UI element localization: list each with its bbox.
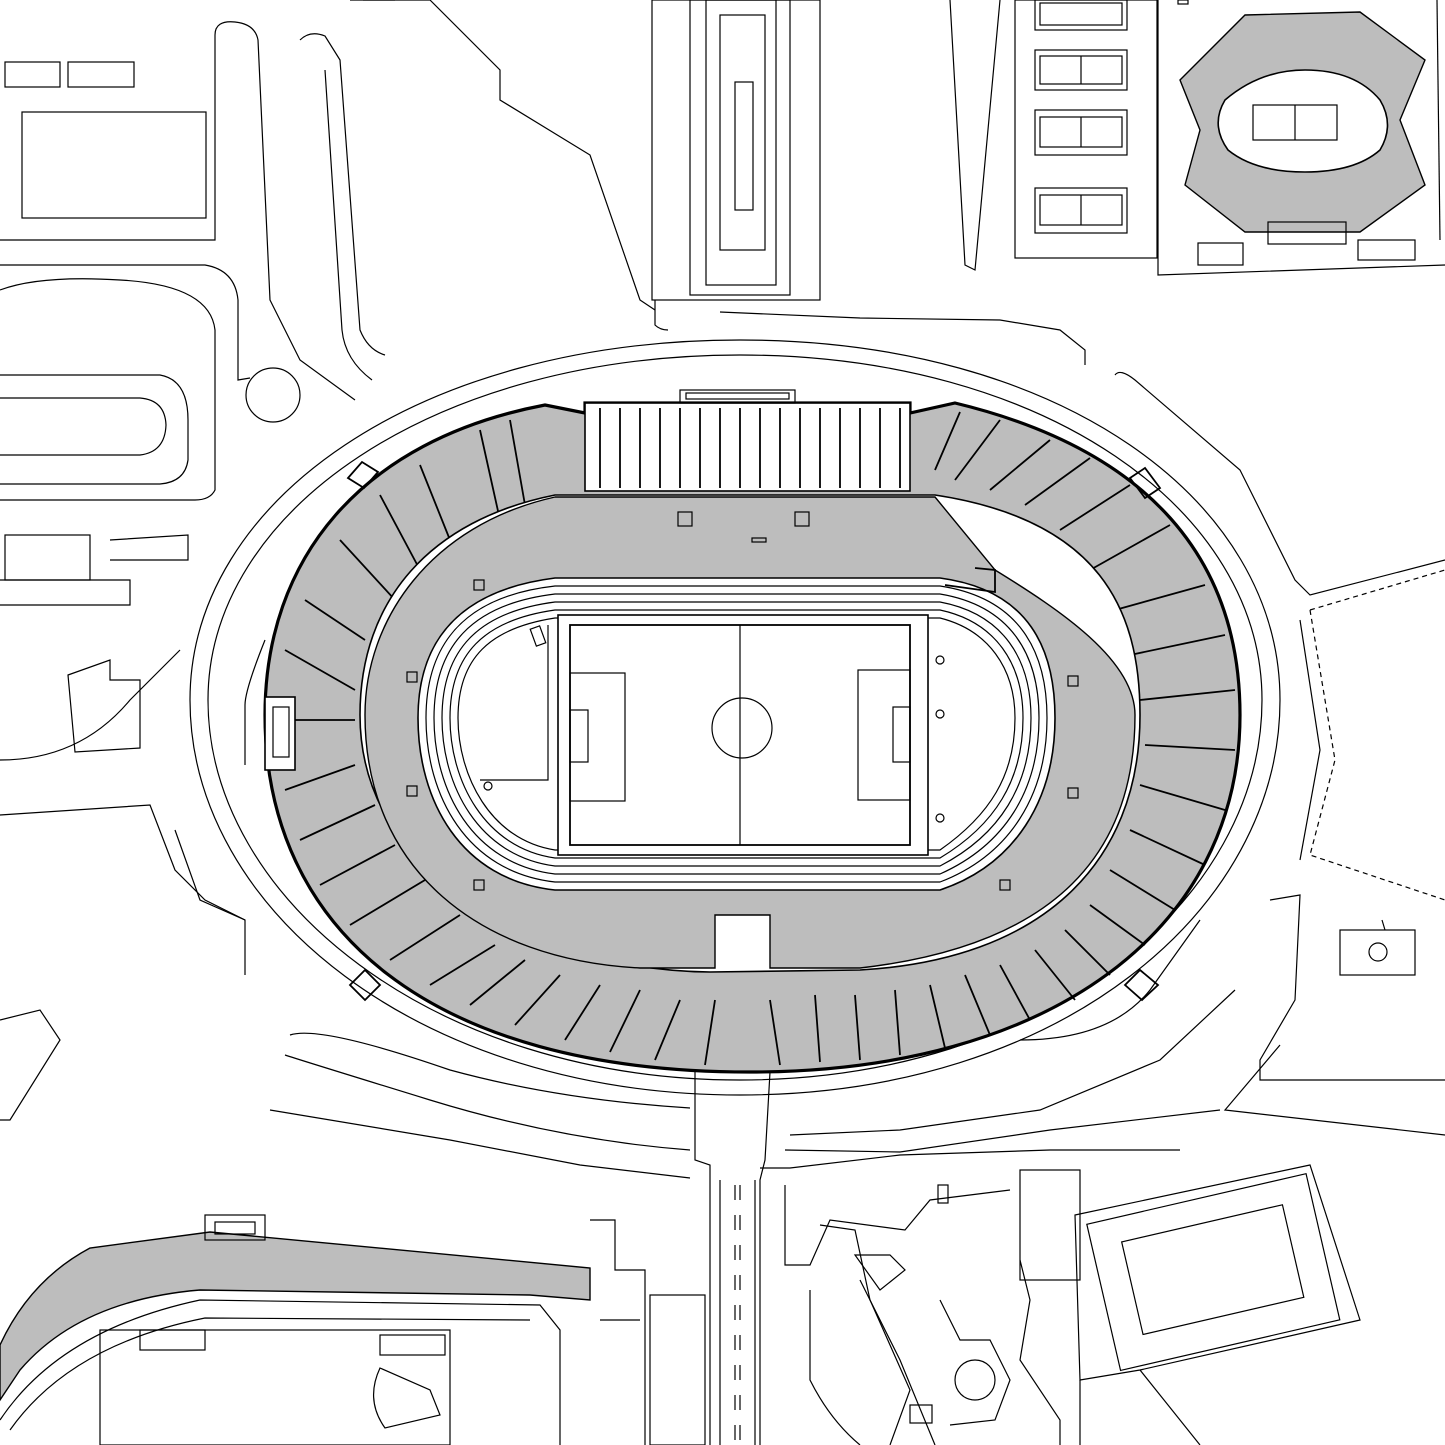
west-entrance xyxy=(264,696,296,771)
tennis-arena xyxy=(1179,11,1426,266)
seating-sections xyxy=(282,411,1236,1066)
stadium-outer-rim xyxy=(263,401,1242,1074)
central-road xyxy=(694,1071,771,1445)
floodlight-masts xyxy=(346,460,1162,1002)
vomitories xyxy=(406,579,1079,891)
lower-left-stadium xyxy=(0,1214,706,1445)
main-grandstand xyxy=(584,389,911,543)
ring-road xyxy=(189,339,1281,1096)
tennis-courts xyxy=(1034,0,1128,234)
main-stadium xyxy=(244,389,1242,1074)
football-pitch xyxy=(480,614,945,856)
